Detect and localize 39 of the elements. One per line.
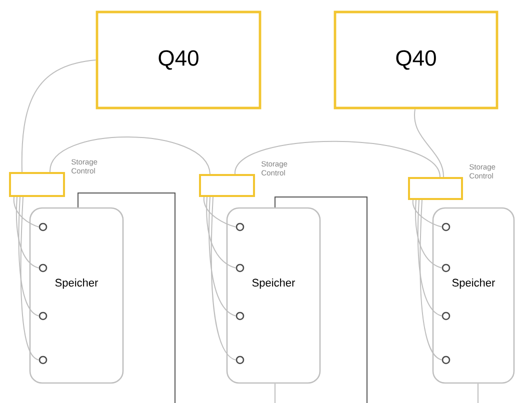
- storage-box: Speicher: [432, 207, 515, 384]
- cable: [414, 108, 444, 178]
- cable: [274, 383, 276, 403]
- connector-port: [442, 312, 450, 320]
- controller-box: [199, 174, 255, 197]
- cable: [420, 200, 442, 360]
- server-box: Q40: [96, 10, 262, 110]
- cable: [210, 196, 236, 360]
- connector-port: [38, 312, 48, 320]
- controller-box: [408, 177, 463, 200]
- controller-box: [9, 172, 65, 197]
- cable: [208, 196, 236, 316]
- cable: [418, 200, 442, 316]
- connector-port: [38, 222, 48, 232]
- connector-port: [38, 264, 48, 272]
- cable: [412, 200, 442, 228]
- storage-box: Speicher: [226, 207, 321, 384]
- cable: [274, 196, 368, 403]
- cable: [78, 192, 176, 403]
- connector-port: [236, 222, 244, 232]
- cable: [415, 200, 442, 268]
- cable: [21, 60, 96, 172]
- connector-port: [236, 356, 244, 364]
- cable: [234, 140, 440, 178]
- cable: [50, 136, 210, 174]
- cable: [18, 196, 40, 316]
- connector-port: [236, 264, 244, 272]
- cable: [206, 196, 236, 268]
- connector-port: [442, 222, 450, 232]
- cable: [16, 196, 40, 268]
- cable: [20, 196, 40, 360]
- storage-box: Speicher: [29, 207, 124, 384]
- connector-port: [442, 264, 450, 272]
- server-box: Q40: [334, 10, 498, 110]
- connector-port: [236, 312, 244, 320]
- cable: [13, 196, 40, 228]
- connector-port: [442, 356, 450, 364]
- connector-port: [38, 356, 48, 364]
- cable: [204, 196, 236, 228]
